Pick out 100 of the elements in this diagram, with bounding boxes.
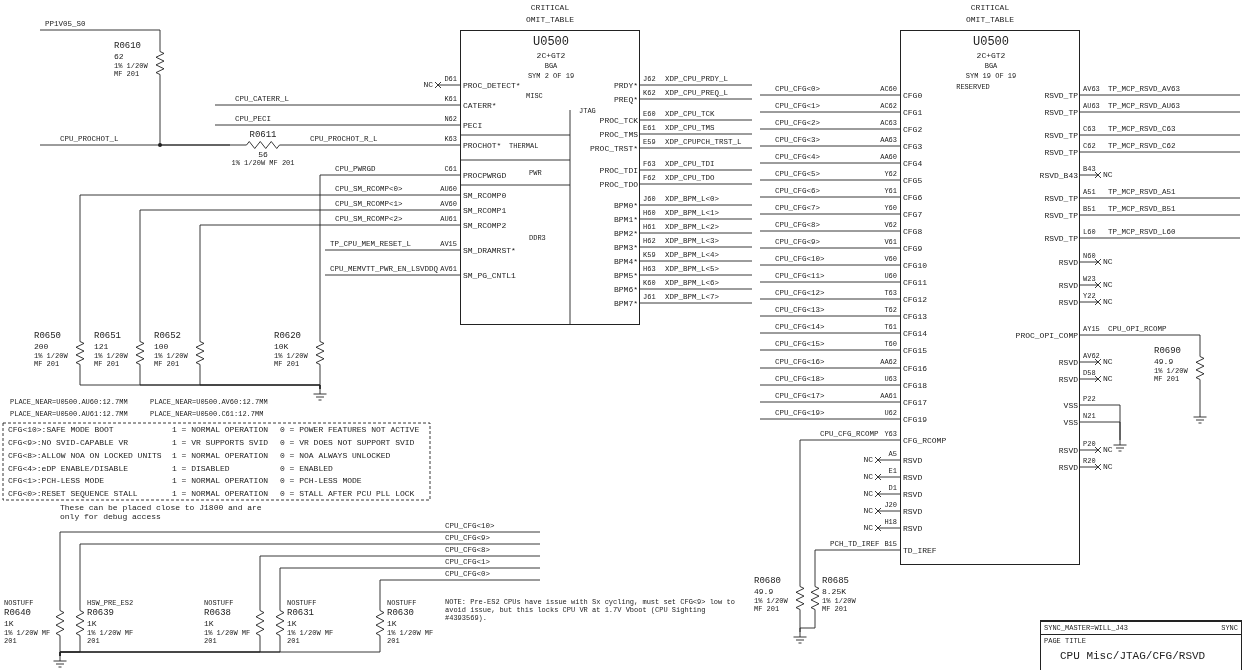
- pin-name: RSVD: [1058, 258, 1078, 268]
- table-text: CFG<1>:PCH-LESS MODE: [8, 476, 104, 486]
- table-text: CFG<0>:RESET SEQUENCE STALL: [8, 489, 138, 499]
- wire: [279, 567, 541, 599]
- wire: [759, 230, 901, 232]
- no-connect-label: NC: [863, 455, 873, 465]
- wire: [639, 260, 753, 262]
- pin-name: CFG19: [903, 415, 927, 425]
- table-text: 0 = PCH-LESS MODE: [280, 476, 362, 486]
- reference-designator: R0652: [154, 331, 181, 342]
- pin-name: RSVD: [903, 490, 923, 500]
- wire: [39, 144, 231, 146]
- wire: [1079, 134, 1241, 136]
- note-text: These can be placed close to J1800 and are only for debug access: [60, 503, 263, 522]
- pin-name: RSVD_TP: [1044, 91, 1078, 101]
- pin-name: RSVD: [1058, 375, 1078, 385]
- table-text: 0 = VR DOES NOT SUPPORT SVID: [280, 438, 415, 448]
- pin-name: SM_RCOMP0: [463, 191, 507, 201]
- resistor-value: 1K: [204, 618, 214, 628]
- reference-designator: R0611: [248, 130, 278, 141]
- pin-name: RSVD_TP: [1044, 148, 1078, 158]
- wire: [759, 247, 901, 249]
- no-connect-label: NC: [1103, 462, 1113, 472]
- pin-name: CFG12: [903, 295, 927, 305]
- reference-designator: R0630: [387, 607, 414, 618]
- ic-attribute: CRITICAL: [970, 3, 1010, 13]
- pin-name: CFG13: [903, 312, 927, 322]
- pin-name: PROC_TRST*: [590, 144, 638, 154]
- pin-name: PROC_TDO: [599, 180, 638, 190]
- ic-attribute: OMIT_TABLE: [526, 15, 574, 25]
- wire: [639, 183, 753, 185]
- table-text: 1 = NORMAL OPERATION: [172, 450, 268, 460]
- part-number: 2C+GT2: [536, 51, 566, 61]
- wire: [79, 543, 541, 599]
- pin-name: CATERR*: [463, 101, 497, 111]
- wire: [759, 332, 901, 334]
- pin-name: CFG16: [903, 364, 927, 374]
- pin-name: BPM3*: [614, 243, 638, 253]
- wire: [639, 288, 753, 290]
- pin-name: BPM4*: [614, 257, 638, 267]
- reference-designator: R0610: [114, 41, 141, 52]
- pin-name: PRDY*: [614, 81, 638, 91]
- pin-name: CFG4: [903, 159, 923, 169]
- pin-name: SM_DRAMRST*: [463, 246, 516, 256]
- wire: [799, 620, 816, 633]
- resistor-value: 100: [154, 342, 169, 352]
- ic-attribute: OMIT_TABLE: [966, 15, 1014, 25]
- wire: [1079, 237, 1241, 239]
- table-text: 1 = DISABLED: [172, 463, 230, 473]
- table-text: 1 = NORMAL OPERATION: [172, 425, 268, 435]
- reference-designator: R0685: [822, 576, 849, 587]
- resistor-value: 1K: [287, 618, 297, 628]
- wire: [759, 264, 901, 266]
- pin-name: BPM1*: [614, 215, 638, 225]
- no-connect-label: NC: [1103, 445, 1113, 455]
- wire: [759, 349, 901, 351]
- wire: [59, 531, 541, 599]
- pin-name: BPM0*: [614, 201, 638, 211]
- pin-name: CFG3: [903, 142, 923, 152]
- reference-designator: R0638: [204, 607, 231, 618]
- table-text: CFG<9>:NO SVID-CAPABLE VR: [8, 438, 129, 448]
- pin-name: RSVD: [903, 524, 923, 534]
- wire: [1079, 421, 1121, 441]
- reference-designator: R0690: [1154, 346, 1181, 357]
- resistor-value: 10K: [274, 342, 289, 352]
- pin-name: RSVD: [1058, 358, 1078, 368]
- wire: [639, 274, 753, 276]
- part-number: 2C+GT2: [976, 51, 1006, 61]
- resistor-value: 62: [114, 52, 124, 62]
- pin-name: RSVD_TP: [1044, 194, 1078, 204]
- resistor-value: 56: [257, 150, 269, 160]
- pin-name: PROCPWRGD: [463, 171, 507, 181]
- wire: [59, 647, 381, 657]
- wire: [324, 274, 461, 276]
- wire: [1079, 214, 1241, 216]
- wire: [639, 169, 753, 171]
- pin-name: CFG5: [903, 176, 923, 186]
- resistor-value: 200: [34, 342, 49, 352]
- wire: [759, 213, 901, 215]
- wire: [639, 84, 753, 86]
- wire: [639, 246, 753, 248]
- wire: [295, 144, 461, 146]
- pin-name: VSS: [1063, 401, 1078, 411]
- wire: [759, 145, 901, 147]
- pin-name: PECI: [463, 121, 483, 131]
- no-connect-label: NC: [1103, 170, 1113, 180]
- reference-designator: U0500: [973, 35, 1009, 50]
- wire: [639, 119, 753, 121]
- pin-name: CFG6: [903, 193, 923, 203]
- pin-name: PROC_TMS: [599, 130, 638, 140]
- pin-name: CFG8: [903, 227, 923, 237]
- wire: [1079, 111, 1241, 113]
- table-text: CFG<4>:eDP ENABLE/DISABLE: [8, 463, 129, 473]
- pin-name: RSVD: [1058, 463, 1078, 473]
- pin-name: RSVD: [903, 473, 923, 483]
- no-connect-label: NC: [863, 472, 873, 482]
- no-connect-label: NC: [1103, 297, 1113, 307]
- resistor-value: 49.9: [1154, 357, 1174, 367]
- pin-name: VSS: [1063, 418, 1078, 428]
- wire: [759, 162, 901, 164]
